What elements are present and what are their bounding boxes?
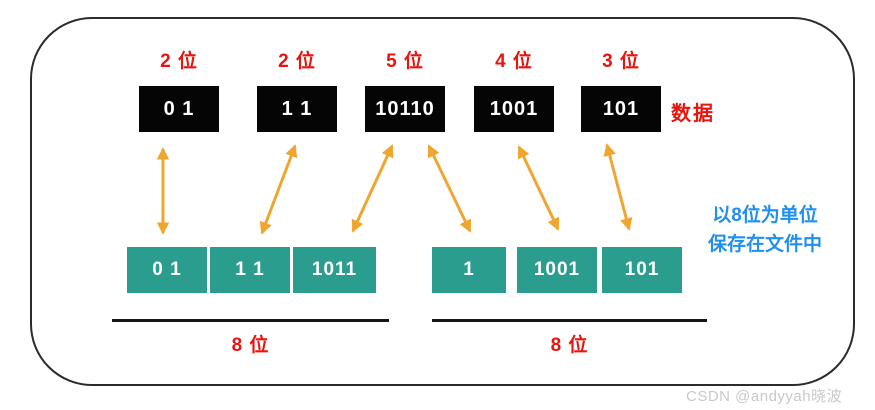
data-box-1: 0 1 bbox=[139, 86, 219, 132]
storage-cell-2: 1 1 bbox=[210, 247, 290, 293]
rounded-frame bbox=[30, 17, 855, 386]
bit-width-label-4: 4 位 bbox=[495, 51, 533, 72]
storage-note-line2: 保存在文件中 bbox=[707, 234, 822, 255]
storage-cell-3: 1011 bbox=[293, 247, 376, 293]
bit-width-label-1: 2 位 bbox=[160, 51, 198, 72]
data-box-3: 10110 bbox=[365, 86, 445, 132]
bit-width-label-2: 2 位 bbox=[278, 51, 316, 72]
data-box-5: 101 bbox=[581, 86, 661, 132]
bit-width-label-3: 5 位 bbox=[386, 51, 424, 72]
storage-note: 以8位为单位 保存在文件中 bbox=[697, 201, 833, 259]
byte-width-label-2: 8 位 bbox=[550, 335, 589, 356]
storage-note-line1: 以8位为单位 bbox=[712, 205, 818, 226]
byte-width-label-1: 8 位 bbox=[231, 335, 270, 356]
watermark: CSDN @andyyah晓波 bbox=[686, 388, 843, 405]
storage-cell-6: 101 bbox=[602, 247, 682, 293]
storage-cell-4: 1 bbox=[432, 247, 506, 293]
data-row-label: 数据 bbox=[671, 103, 715, 125]
data-box-2: 1 1 bbox=[257, 86, 337, 132]
data-box-4: 1001 bbox=[474, 86, 554, 132]
storage-cell-1: 0 1 bbox=[127, 247, 207, 293]
storage-cell-5: 1001 bbox=[517, 247, 597, 293]
byte-span-line-1 bbox=[112, 319, 389, 322]
byte-span-line-2 bbox=[432, 319, 707, 322]
bit-width-label-5: 3 位 bbox=[602, 51, 640, 72]
